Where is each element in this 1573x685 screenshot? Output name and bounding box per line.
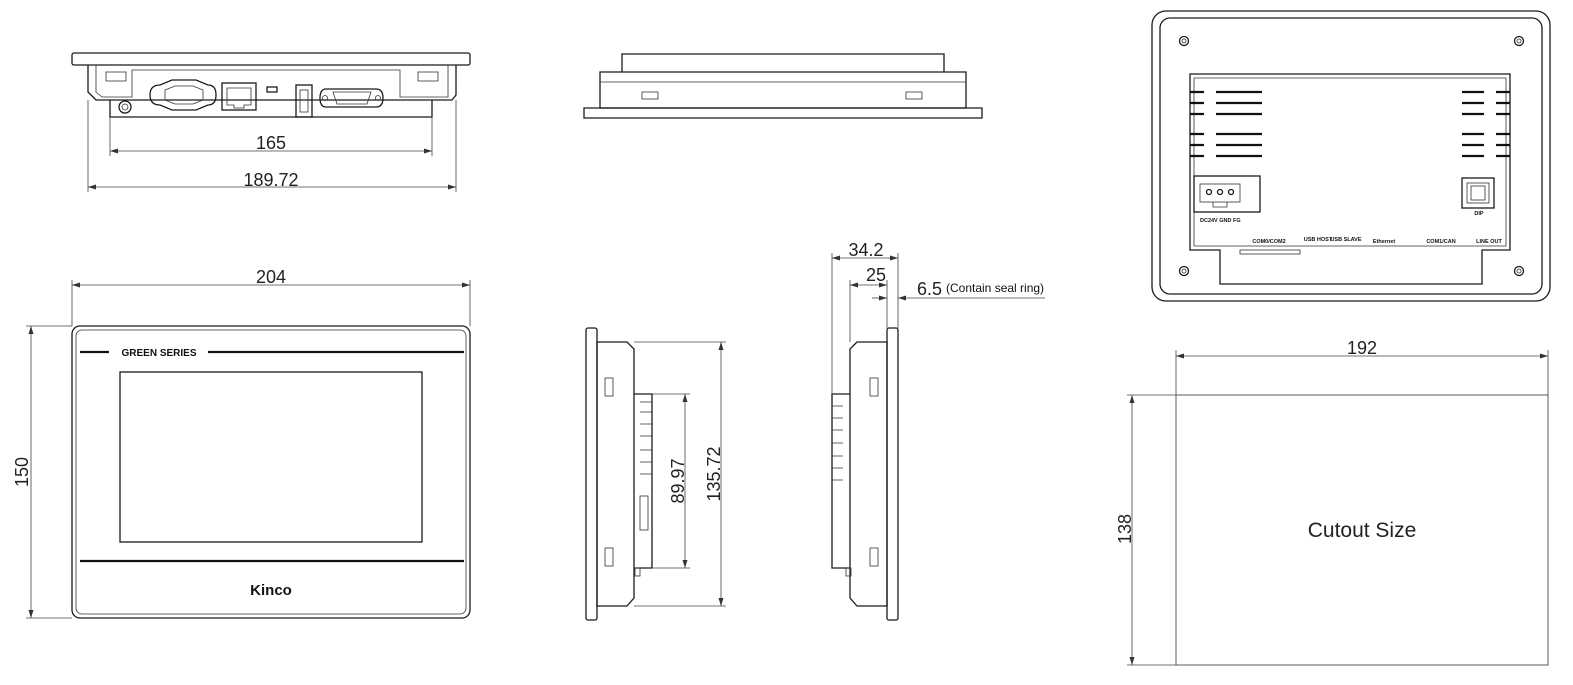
dim-6-5: 6.5 — [917, 279, 942, 299]
power-terminal-label: DC24V GND FG — [1200, 218, 1241, 224]
side-view-left-dimensions — [634, 341, 726, 607]
dim-25: 25 — [866, 265, 886, 285]
front-view — [71, 325, 471, 619]
port-label-usb-slave: USB SLAVE — [1330, 237, 1361, 243]
dim-192: 192 — [1347, 338, 1377, 358]
dim-89-97: 89.97 — [668, 458, 688, 503]
port-label-line-out: LINE OUT — [1476, 239, 1502, 245]
bottom-edge-view — [583, 53, 983, 119]
series-label: GREEN SERIES — [121, 348, 196, 359]
dim-189-72: 189.72 — [243, 170, 298, 190]
dim-34-2: 34.2 — [848, 240, 883, 260]
port-label-usb-host: USB HOST — [1304, 237, 1333, 243]
dim-135-72: 135.72 — [704, 446, 724, 501]
cutout-outline — [1175, 394, 1549, 666]
dip-label: DIP — [1474, 211, 1484, 217]
brand-logo: Kinco — [250, 582, 292, 599]
front-view-dimensions — [26, 280, 471, 619]
port-label-com0: COM0/COM2 — [1252, 239, 1285, 245]
dim-204: 204 — [256, 267, 286, 287]
side-view-right — [831, 327, 899, 621]
cutout-label: Cutout Size — [1308, 519, 1417, 542]
port-label-com1: COM1/CAN — [1426, 239, 1455, 245]
top-view — [71, 52, 471, 118]
top-view-dimensions — [87, 100, 457, 192]
side-view-right-dimensions — [831, 253, 1045, 394]
back-view — [1151, 10, 1551, 302]
port-label-ethernet: Ethernet — [1373, 239, 1395, 245]
cutout-dimensions — [1127, 350, 1549, 666]
dim-150: 150 — [12, 457, 32, 487]
dim-165: 165 — [256, 133, 286, 153]
seal-note: (Contain seal ring) — [946, 281, 1044, 295]
dim-138: 138 — [1115, 514, 1135, 544]
side-view-left — [585, 327, 653, 621]
